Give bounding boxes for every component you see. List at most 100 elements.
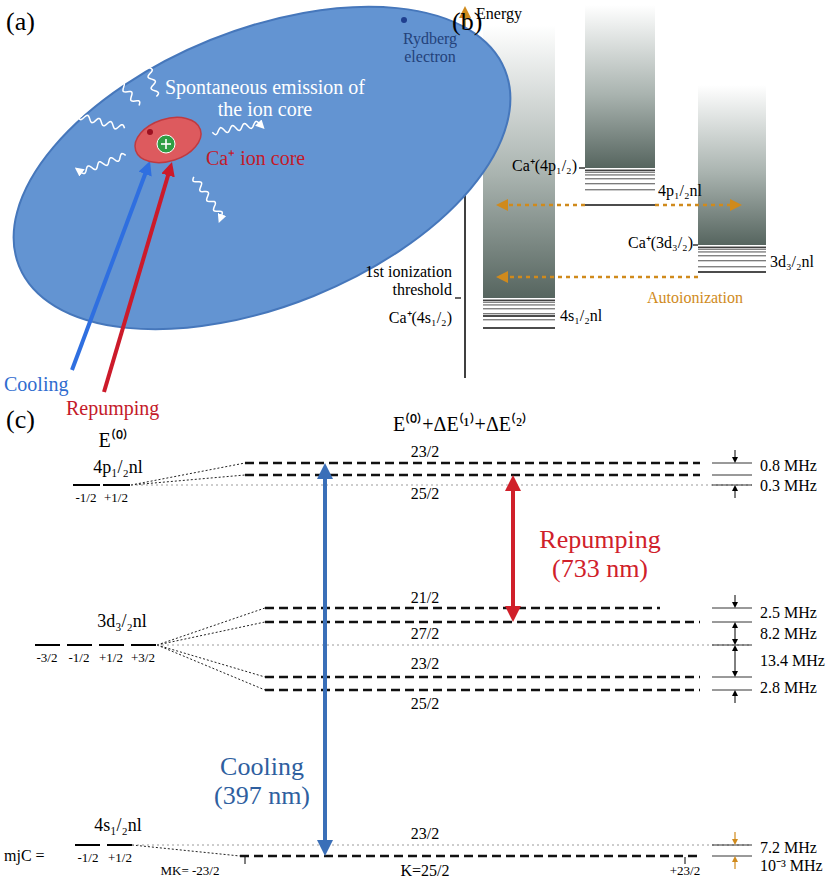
label-text: (c) bbox=[6, 406, 35, 435]
label-text: 1st ionization threshold bbox=[322, 263, 452, 298]
perturbed-level bbox=[245, 474, 700, 477]
bracket-arrow bbox=[735, 595, 736, 603]
threshold-tick bbox=[579, 167, 585, 168]
label-text: 25/2 bbox=[411, 485, 439, 503]
bracket-tick bbox=[712, 485, 752, 486]
label-text: E⁽⁰⁾+ΔE⁽¹⁾+ΔE⁽²⁾ bbox=[393, 413, 527, 435]
label-text: Repumping bbox=[66, 397, 159, 419]
label-text: Autoionization bbox=[647, 289, 743, 307]
unperturbed-level bbox=[132, 845, 752, 846]
label-text: +3/2 bbox=[131, 651, 155, 665]
label-text: Ca⁺(3d₃/₂) bbox=[628, 234, 693, 252]
photon-arrow bbox=[81, 154, 126, 174]
label-text: Cooling bbox=[4, 373, 68, 395]
label-text: MK= -23/2 bbox=[161, 864, 220, 878]
zeeman-sublevel bbox=[75, 844, 100, 846]
correlation-line bbox=[157, 645, 265, 690]
label-text: +1/2 bbox=[108, 851, 132, 865]
correlation-line bbox=[157, 622, 265, 645]
bracket-tick bbox=[712, 845, 752, 846]
rydberg-level bbox=[698, 251, 766, 252]
label-text: 8.2 MHz bbox=[760, 625, 817, 643]
rydberg-level bbox=[585, 183, 655, 184]
rydberg-level bbox=[698, 266, 766, 267]
correlation-line bbox=[131, 463, 245, 485]
label-text: 23/2 bbox=[411, 825, 439, 843]
rydberg-level bbox=[483, 300, 555, 301]
bracket-arrow bbox=[735, 627, 736, 640]
bracket-arrow bbox=[734, 832, 735, 840]
bracket-tick bbox=[712, 463, 752, 464]
correlation-line bbox=[157, 608, 265, 645]
label-text: +23/2 bbox=[670, 864, 700, 878]
mk-tick bbox=[245, 857, 246, 864]
rydberg-level bbox=[483, 313, 555, 314]
rydberg-level bbox=[698, 255, 766, 256]
autoionization-arrow bbox=[506, 204, 585, 207]
label-text: 10⁻³ MHz bbox=[760, 857, 823, 875]
label-text: 27/2 bbox=[411, 625, 439, 643]
rydberg-level bbox=[698, 260, 766, 261]
bracket-arrow bbox=[735, 490, 736, 498]
rydberg-level bbox=[698, 247, 766, 248]
zeeman-sublevel bbox=[107, 844, 132, 846]
photon-arrow bbox=[142, 50, 159, 96]
correlation-line bbox=[132, 845, 240, 856]
bracket-arrow bbox=[734, 861, 735, 869]
label-text: 23/2 bbox=[411, 655, 439, 673]
bracket-tick bbox=[712, 690, 752, 691]
label-text: Ca⁺(4s₁/₂) bbox=[389, 309, 452, 327]
label-text: -3/2 bbox=[37, 651, 58, 665]
rydberg-level bbox=[483, 302, 555, 303]
label-text: 4p₁/₂nl bbox=[658, 182, 702, 200]
zeeman-sublevel bbox=[131, 644, 156, 646]
perturbed-level bbox=[265, 621, 700, 624]
cooling-beam bbox=[72, 171, 146, 370]
bracket-arrow bbox=[735, 650, 736, 672]
ion-core-ellipse bbox=[129, 110, 207, 171]
photon-arrow bbox=[108, 69, 140, 106]
continuum-band bbox=[698, 85, 766, 245]
bracket-tick bbox=[712, 677, 752, 678]
rydberg-level bbox=[585, 170, 655, 171]
label-text: 3d₃/₂nl bbox=[97, 612, 147, 632]
repumping-transition bbox=[511, 488, 515, 609]
repumping-beam bbox=[104, 173, 169, 392]
zeeman-sublevel bbox=[73, 484, 100, 486]
ion-core: Ca⁺ ion core bbox=[128, 112, 312, 172]
bracket-tick bbox=[712, 622, 752, 623]
label-text: (a) bbox=[6, 8, 35, 37]
unperturbed-level bbox=[157, 645, 752, 646]
rydberg-level bbox=[483, 304, 555, 305]
label-text: Repumping (733 nm) bbox=[525, 526, 675, 583]
correlation-line bbox=[157, 645, 265, 677]
label-text: Energy bbox=[476, 5, 522, 23]
label-text: -1/2 bbox=[78, 851, 99, 865]
label-text: 21/2 bbox=[411, 589, 439, 607]
emission-label: Spontaneous emission of the ion core bbox=[165, 76, 365, 120]
label-text: +1/2 bbox=[104, 491, 128, 505]
core-electron-dot bbox=[147, 129, 153, 135]
photon-arrow bbox=[78, 115, 124, 129]
rydberg-level bbox=[483, 315, 555, 317]
zeeman-sublevel bbox=[35, 644, 60, 646]
zeeman-sublevel bbox=[103, 484, 130, 486]
rydberg-level bbox=[585, 204, 655, 206]
label-text: 4p₁/₂nl bbox=[93, 458, 143, 478]
label-text: mjC = bbox=[4, 847, 45, 865]
label-text: 4s₁/₂nl bbox=[560, 307, 602, 325]
label-text: 0.8 MHz bbox=[760, 457, 817, 475]
ion-core-label: Ca⁺ ion core bbox=[206, 147, 305, 169]
zeeman-sublevel bbox=[99, 644, 124, 646]
zeeman-sublevel bbox=[67, 644, 92, 646]
label-text: 3d₃/₂nl bbox=[770, 253, 814, 271]
orbital-ellipse bbox=[0, 0, 557, 394]
bracket-arrow bbox=[735, 450, 736, 458]
label-text: 2.8 MHz bbox=[760, 679, 817, 697]
label-text: +1/2 bbox=[99, 651, 123, 665]
photon-arrow bbox=[212, 121, 259, 134]
rydberg-level bbox=[483, 308, 555, 309]
label-text: E⁽⁰⁾ bbox=[98, 429, 127, 451]
nucleus bbox=[157, 135, 175, 153]
